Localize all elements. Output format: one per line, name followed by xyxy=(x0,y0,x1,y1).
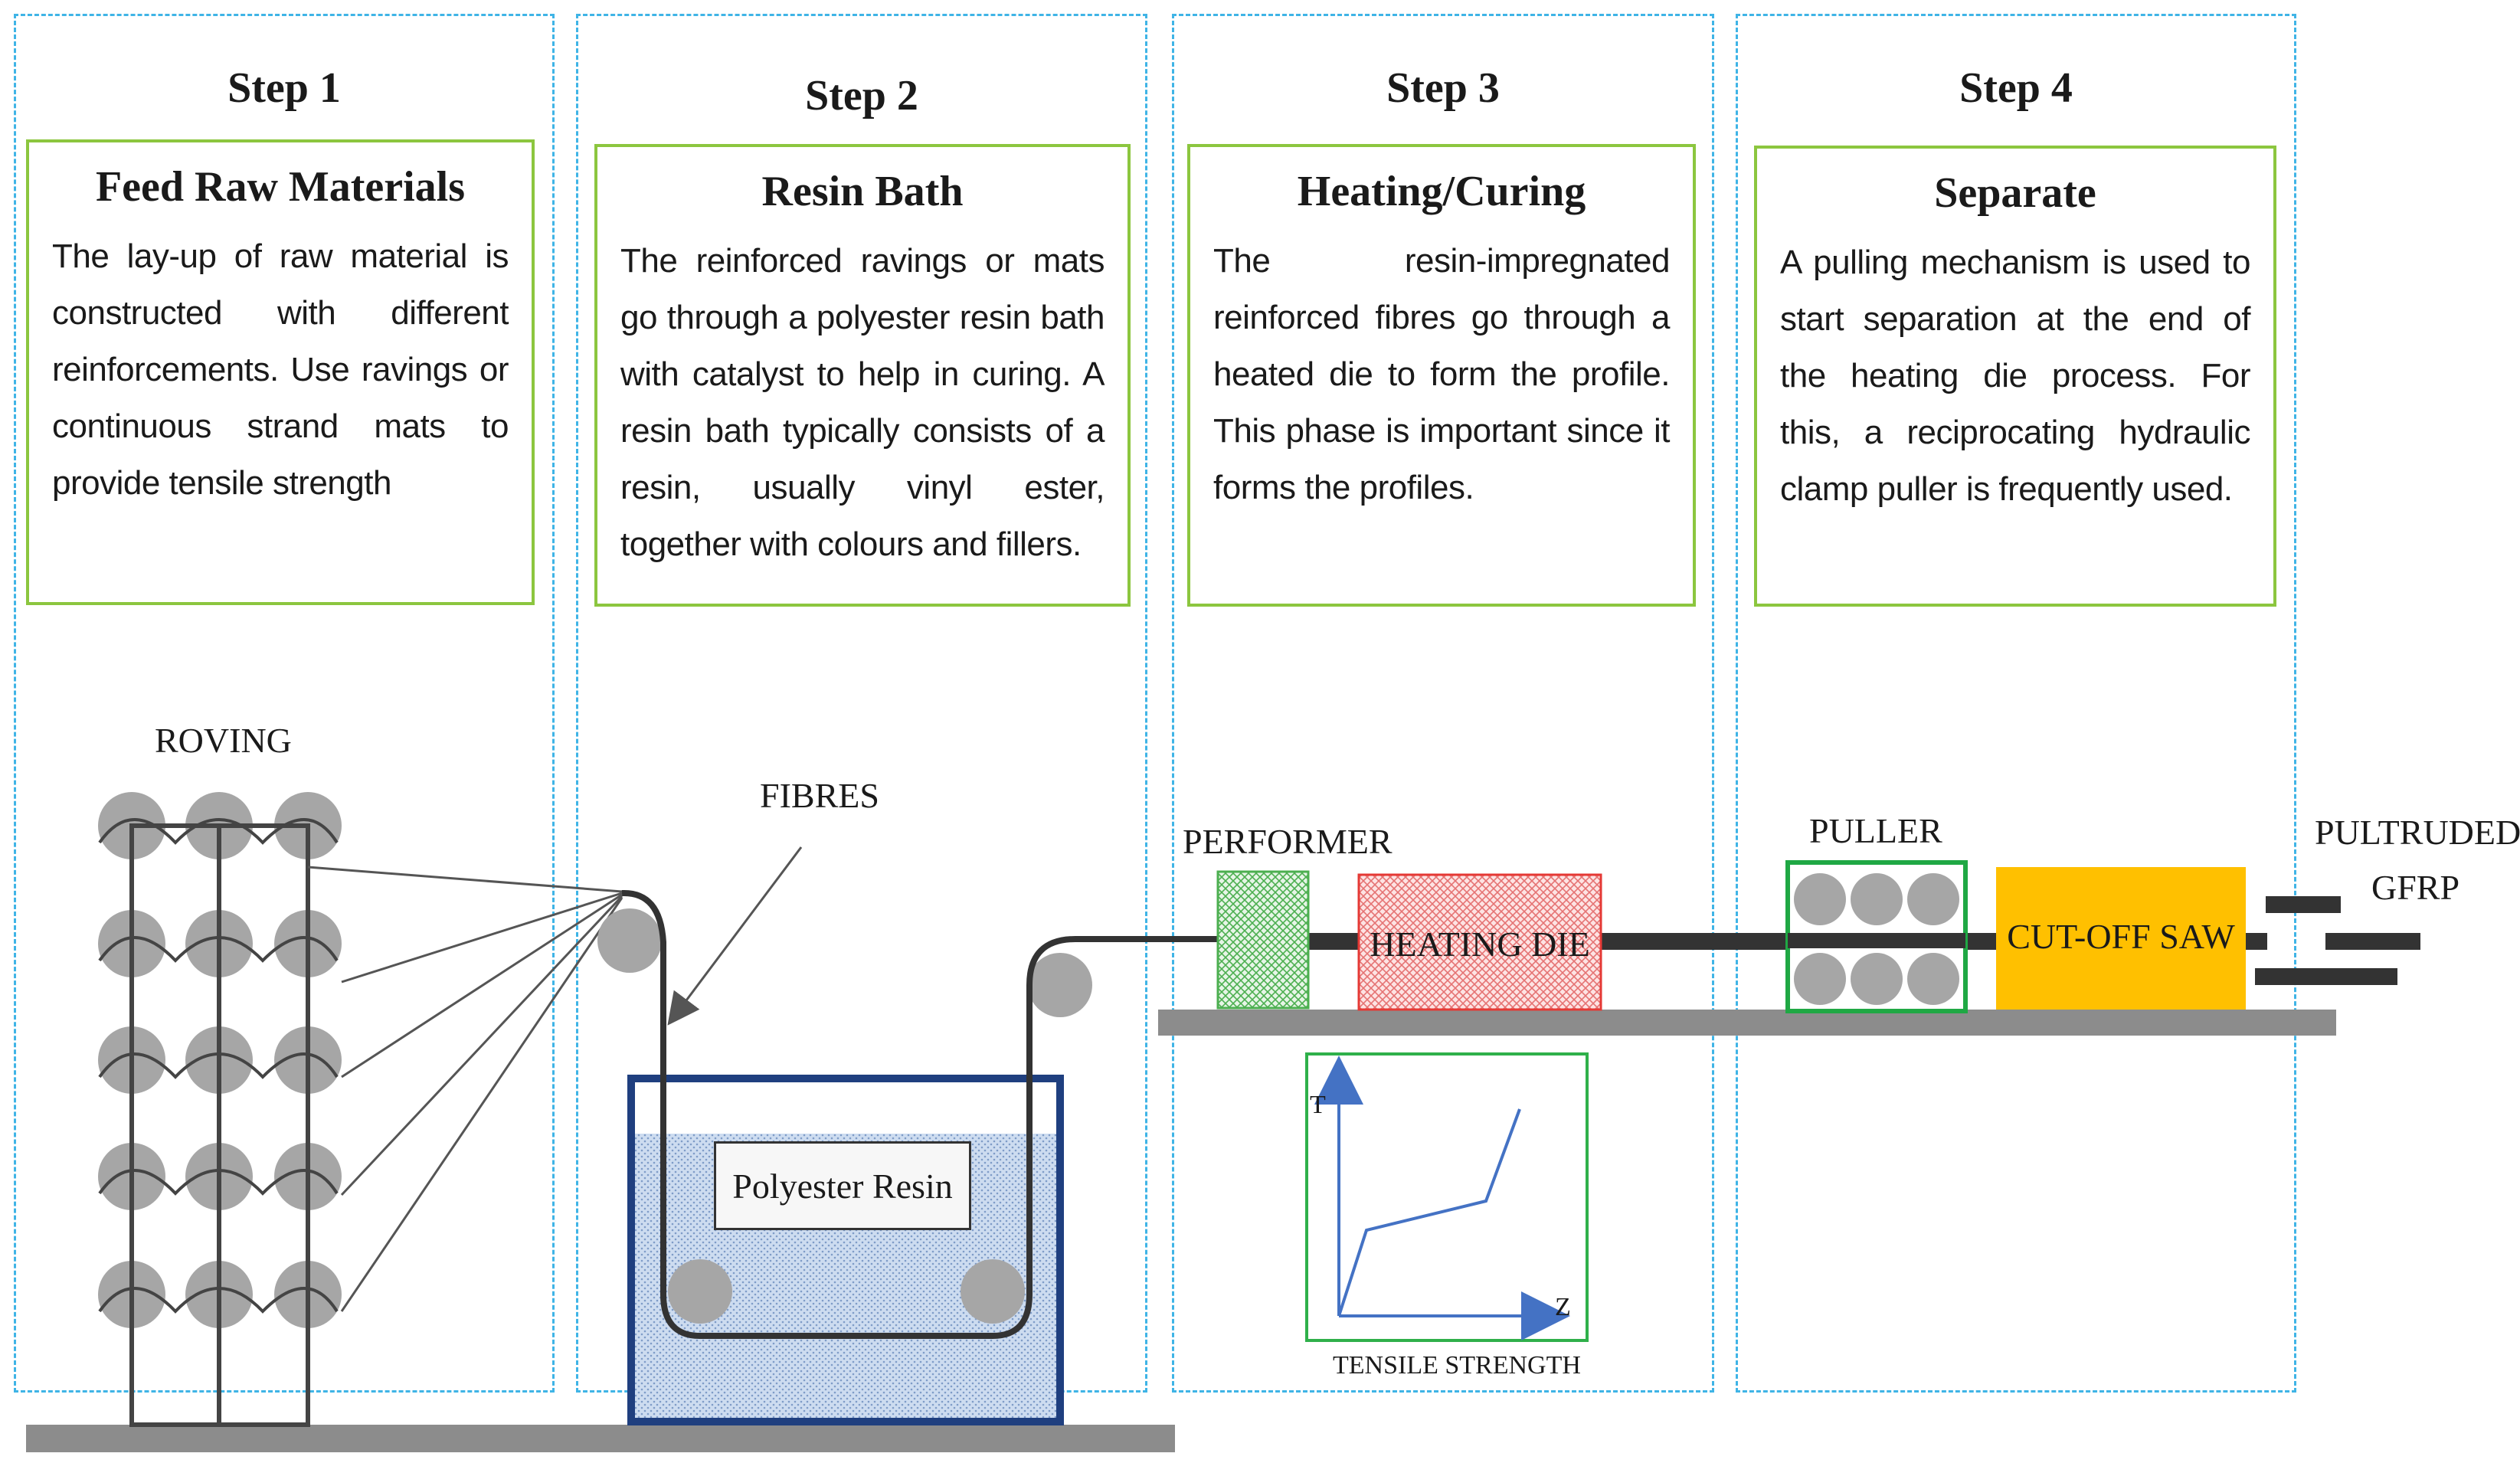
step-3-column: Step 3 xyxy=(1172,14,1714,1393)
step-3-label: Step 3 xyxy=(1386,64,1500,112)
step-3-card: Heating/Curing The resin-impregnated rei… xyxy=(1187,144,1696,607)
cut-off-saw-label: CUT-OFF SAW xyxy=(2007,916,2235,956)
step-2-card: Resin Bath The reinforced ravings or mat… xyxy=(594,144,1131,607)
polyester-resin-text: Polyester Resin xyxy=(732,1166,953,1206)
polyester-resin-label: Polyester Resin xyxy=(714,1141,971,1230)
step-1-title: Feed Raw Materials xyxy=(95,163,466,211)
step-3-title: Heating/Curing xyxy=(1297,168,1586,215)
fibre-path xyxy=(621,889,1224,1339)
step-4-column: Step 4 xyxy=(1736,14,2296,1393)
step-4-title: Separate xyxy=(1934,169,2096,217)
step-3-text: The resin-impregnated reinforced fibres … xyxy=(1213,242,1671,506)
graph-caption: TENSILE STRENGTH xyxy=(1333,1351,1581,1380)
step-2-text: The reinforced ravings or mats go throug… xyxy=(620,242,1105,563)
step-1-column: Step 1 xyxy=(14,14,555,1393)
step-1-label: Step 1 xyxy=(227,64,341,112)
pultruded-pieces xyxy=(2255,896,2420,985)
ground-rail-right xyxy=(1158,1010,2336,1036)
bath-roller-2 xyxy=(961,1259,1025,1324)
step-2-title: Resin Bath xyxy=(761,168,964,215)
fibre-strands xyxy=(307,866,623,1312)
guide-roller-2 xyxy=(1028,953,1092,1017)
step-1-card: Feed Raw Materials The lay-up of raw mat… xyxy=(26,139,535,605)
heating-die-block xyxy=(1357,873,1602,1011)
step-4-text: A pulling mechanism is used to start sep… xyxy=(1780,244,2251,508)
resin-bath-tank xyxy=(627,1075,1064,1425)
heating-die-label: HEATING DIE xyxy=(1370,924,1590,964)
step-4-label: Step 4 xyxy=(1959,64,2073,112)
step-2-label: Step 2 xyxy=(805,72,918,119)
puller-label: PULLER xyxy=(1809,811,1942,850)
bath-roller-1 xyxy=(668,1259,732,1324)
pultruded-label: PULTRUDED xyxy=(2315,813,2520,852)
puller-unit xyxy=(1785,860,1968,1013)
cut-off-saw-block xyxy=(1996,867,2246,1010)
roving-rack xyxy=(98,792,342,1427)
roving-label: ROVING xyxy=(155,721,292,760)
guide-roller-1 xyxy=(597,908,662,973)
tensile-strength-graph xyxy=(1305,1052,1589,1342)
tensile-curve xyxy=(1337,1108,1521,1317)
fibres-label: FIBRES xyxy=(760,776,879,815)
fibres-arrow xyxy=(667,846,803,1026)
ground-rail-left xyxy=(26,1425,1175,1452)
step-4-card: Separate A pulling mechanism is used to … xyxy=(1754,146,2276,607)
performer-label: PERFORMER xyxy=(1183,822,1393,861)
performer-block xyxy=(1216,870,1310,1010)
gfrp-label: GFRP xyxy=(2371,868,2460,907)
graph-x-axis-label: Z xyxy=(1555,1293,1571,1321)
graph-y-axis-label: T xyxy=(1310,1091,1326,1119)
step-1-text: The lay-up of raw material is constructe… xyxy=(52,237,509,502)
